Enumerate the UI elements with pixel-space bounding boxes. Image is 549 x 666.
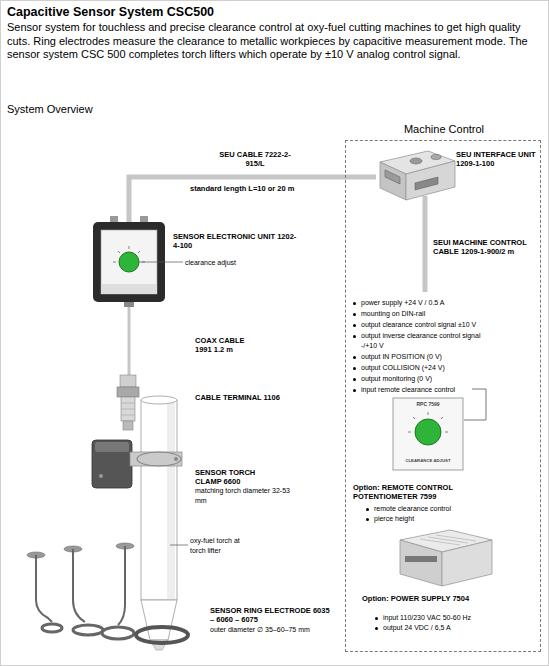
node-text: output 24 VDC / 6,5 A	[374, 623, 524, 633]
caption: Sensor system for touchless and precise …	[7, 21, 543, 62]
node-title: SENSOR RING ELECTRODE 6035 – 6060 – 6075	[210, 606, 330, 624]
bullet-item: output IN POSITION (0 V)	[352, 352, 522, 362]
title: Capacitive Sensor System CSC500	[7, 5, 537, 20]
node-text: matching torch diameter 32-53 mm	[195, 486, 295, 505]
power-supply	[400, 530, 492, 586]
bullet-item: mounting on DIN-rail	[352, 309, 522, 319]
bullet-item: input remote clearance control	[352, 385, 522, 395]
node-text: input 110/230 VAC 50-60 Hz	[374, 613, 524, 623]
label: CLEARANCE ADJUST	[398, 458, 458, 463]
cable	[423, 196, 428, 292]
power-supply: Option: POWER SUPPLY 7504input 110/230 V…	[400, 530, 492, 586]
wire	[464, 389, 486, 420]
group-box: Machine ControlSEU INTERFACE UNIT 1209-1…	[345, 140, 541, 652]
bullet-item: output inverse clearance control signal …	[352, 331, 484, 350]
bullet-item: output monitoring (0 V)	[352, 374, 522, 384]
node-text: outer diameter ∅ 35–60–75 mm	[210, 625, 350, 635]
edge-label: COAX CABLE 1991 1.2 m	[195, 336, 253, 354]
edge-label: SEU CABLE 7222-2-915/L	[215, 150, 295, 168]
node-title: SENSOR ELECTRONIC UNIT 1202-4-100	[173, 232, 298, 250]
label: RPC 7599	[398, 401, 458, 407]
label: oxy-fuel torch at torch lifter	[190, 536, 252, 555]
torch	[141, 396, 177, 650]
potentiometer	[393, 398, 463, 470]
node-title: CABLE TERMINAL 1106	[195, 393, 285, 402]
interface-unit: SEU INTERFACE UNIT 1209-1-100	[376, 152, 456, 202]
node-title: SEU INTERFACE UNIT 1209-1-100	[456, 150, 546, 168]
ring-electrode: SENSOR RING ELECTRODE 6035 – 6060 – 6075…	[134, 622, 190, 648]
torch-clamp	[92, 440, 182, 488]
cable-connector	[128, 302, 131, 375]
node-title: SENSOR TORCH CLAMP 6600	[195, 468, 270, 486]
leader-line	[170, 545, 188, 546]
ring-electrode	[27, 543, 188, 643]
label: clearance adjust	[185, 258, 265, 268]
node-title: Option: REMOTE CONTROL POTENTIOMETER 759…	[353, 483, 503, 501]
leader-line	[139, 262, 183, 263]
node-title: Option: POWER SUPPLY 7504	[362, 594, 512, 603]
cable-connector	[129, 177, 376, 222]
bullet-item: output clearance control signal ±10 V	[352, 320, 522, 330]
node-text: remote clearance control	[365, 504, 495, 514]
label: standard length L=10 or 20 m	[190, 184, 330, 193]
interface-unit	[380, 151, 455, 200]
bullet-item: output COLLISION (+24 V)	[352, 363, 522, 373]
label: System Overview	[7, 103, 157, 116]
node-title: Machine Control	[346, 123, 542, 136]
node-text: pierce height	[365, 514, 495, 524]
label: SEUI MACHINE CONTROL CABLE 1209-1-900/2 …	[433, 238, 539, 256]
sensor-electronic-unit	[93, 216, 165, 307]
cable-terminal: CABLE TERMINAL 1106	[117, 375, 139, 430]
electronic-unit: SENSOR ELECTRONIC UNIT 1202-4-100	[93, 222, 165, 302]
cable-terminal	[117, 375, 139, 430]
torch-clamp: SENSOR TORCH CLAMP 6600matching torch di…	[92, 430, 182, 492]
bullet-item: power supply +24 V / 0.5 A	[352, 298, 522, 308]
